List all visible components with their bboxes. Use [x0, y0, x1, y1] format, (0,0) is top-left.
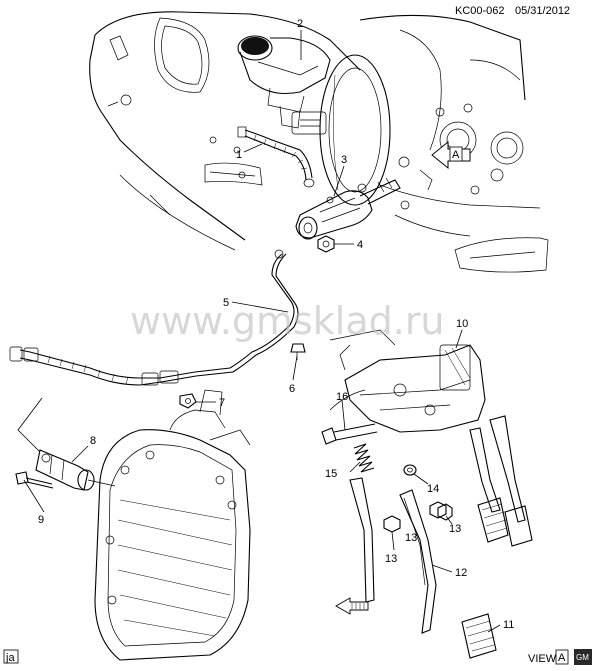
callout-13-middle: 13	[405, 532, 417, 544]
callout-14: 14	[427, 483, 439, 495]
view-label: VIEW	[528, 653, 557, 665]
callout-13-left: 13	[385, 553, 397, 565]
callout-15: 15	[325, 468, 337, 480]
callout-10: 10	[456, 318, 468, 330]
view-letter: A	[558, 652, 566, 664]
clutch-slave-cylinder	[35, 449, 116, 491]
slave-cylinder-bolt	[15, 471, 54, 489]
master-cylinder-nut	[317, 235, 335, 253]
transmission-housing	[94, 389, 251, 661]
view-a-arrow-icon: A	[431, 140, 471, 170]
callout-9: 9	[38, 514, 44, 526]
reservoir-hose	[237, 126, 315, 188]
callout-1: 1	[236, 149, 242, 161]
brake-booster	[319, 54, 391, 206]
callout-16: 16	[336, 391, 348, 403]
reservoir-cap	[241, 37, 269, 55]
brake-pedal	[469, 415, 533, 547]
callout-4: 4	[357, 239, 363, 251]
diagram-date: 05/31/2012	[515, 5, 570, 17]
view-a-arrow-label: A	[452, 149, 460, 161]
callout-labels: 1 2 3 4 5 6 7 8 9 10 11 12 13 13 13 14 1…	[38, 18, 514, 631]
footer: ja VIEW A GM	[3, 649, 592, 665]
footer-tag: ja	[5, 652, 15, 664]
pedal-bushing	[403, 464, 417, 476]
line-clip	[290, 343, 306, 360]
callout-8: 8	[90, 435, 96, 447]
watermark: www.gmsklad.ru	[130, 299, 445, 343]
callout-7: 7	[219, 397, 225, 409]
forward-direction-arrow-icon	[335, 597, 369, 615]
gm-logo-text: GM	[576, 653, 589, 662]
line-retainer	[179, 393, 197, 409]
leader-lines	[17, 30, 501, 633]
callout-6: 6	[289, 383, 295, 395]
callout-13-right: 13	[449, 523, 461, 535]
clutch-pedal-pad	[461, 613, 497, 659]
callout-5: 5	[223, 297, 229, 309]
callout-3: 3	[341, 154, 347, 166]
clutch-pedal	[349, 477, 437, 634]
callout-11: 11	[503, 619, 514, 631]
clutch-fluid-reservoir	[237, 35, 331, 135]
gm-logo	[574, 649, 592, 665]
callout-12: 12	[455, 567, 467, 579]
clutch-hydraulic-line	[9, 249, 299, 386]
pedal-bracket	[329, 329, 486, 433]
callout-2: 2	[297, 18, 303, 30]
pedal-pivot-bolt	[321, 423, 378, 445]
firewall-panel	[89, 11, 549, 273]
assist-spring	[353, 443, 375, 473]
pedal-nuts	[383, 501, 453, 533]
diagram-code: KC00-062	[455, 5, 505, 17]
clutch-master-cylinder	[295, 177, 401, 240]
